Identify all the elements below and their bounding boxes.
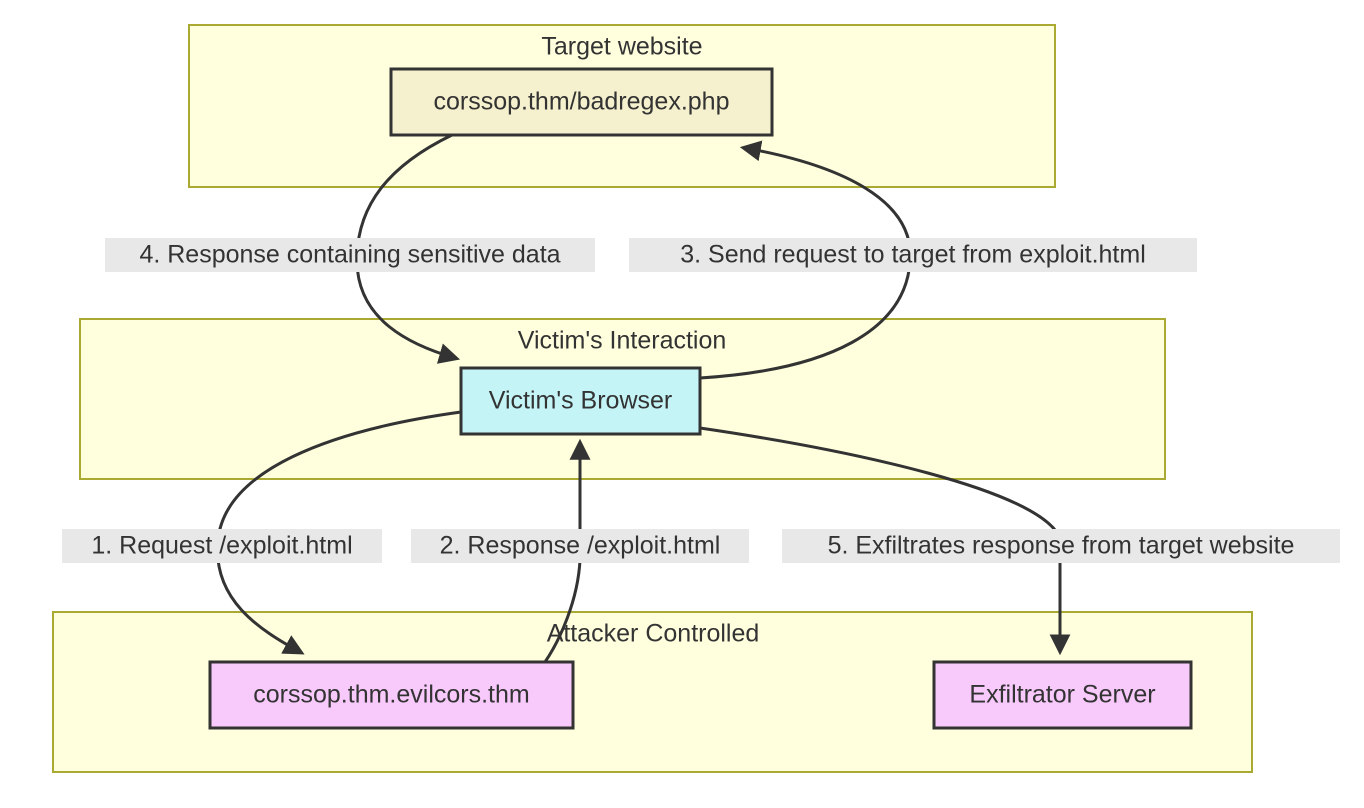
edge-label-text: 2. Response /exploit.html (440, 532, 721, 560)
edge-edge-1 (216, 410, 462, 655)
node-target-endpoint-label: corssop.thm/badregex.php (433, 88, 729, 116)
edge-label-edge-5: 5. Exfiltrates response from target webs… (782, 529, 1340, 563)
edge-label-edge-4: 4. Response containing sensitive data (105, 238, 595, 272)
node-evil-site-rect[interactable] (208, 660, 575, 730)
edge-label-background (62, 529, 382, 563)
edge-label-text: 4. Response containing sensitive data (139, 241, 560, 269)
edge-label-background (105, 238, 595, 272)
subgraph-attacker-controlled-title: Attacker Controlled (547, 620, 760, 648)
node-victims-browser[interactable]: Victim's Browser (459, 366, 702, 436)
node-victims-browser-label: Victim's Browser (489, 387, 673, 415)
edge-label-text: 5. Exfiltrates response from target webs… (828, 532, 1295, 560)
node-exfiltrator-server[interactable]: Exfiltrator Server (932, 660, 1193, 730)
edge-label-edge-3: 3. Send request to target from exploit.h… (629, 238, 1197, 272)
node-victims-browser-rect[interactable] (459, 366, 702, 436)
node-exfiltrator-server-rect[interactable] (932, 660, 1193, 730)
subgraph-victims-interaction-title: Victim's Interaction (518, 327, 727, 355)
node-target-endpoint-rect[interactable] (389, 67, 774, 137)
edge-label-text: 3. Send request to target from exploit.h… (680, 241, 1146, 269)
edge-label-edge-1: 1. Request /exploit.html (62, 529, 382, 563)
node-exfiltrator-server-label: Exfiltrator Server (969, 681, 1155, 709)
subgraph-titles-group: Target website Victim's Interaction Atta… (518, 33, 760, 648)
edge-label-edge-2: 2. Response /exploit.html (411, 529, 749, 563)
subgraph-target-website-title: Target website (541, 33, 702, 61)
edge-label-background (782, 529, 1340, 563)
edge-label-text: 1. Request /exploit.html (91, 532, 352, 560)
node-evil-site-label: corssop.thm.evilcors.thm (253, 681, 529, 709)
edge-edge-2 (543, 438, 591, 663)
node-evil-site[interactable]: corssop.thm.evilcors.thm (208, 660, 575, 730)
edge-labels-group: 1. Request /exploit.html 2. Response /exp… (62, 238, 1340, 563)
node-target-endpoint[interactable]: corssop.thm/badregex.php (389, 67, 774, 137)
edge-label-background (411, 529, 749, 563)
edge-edge-5 (699, 426, 1071, 656)
edge-label-background (629, 238, 1197, 272)
